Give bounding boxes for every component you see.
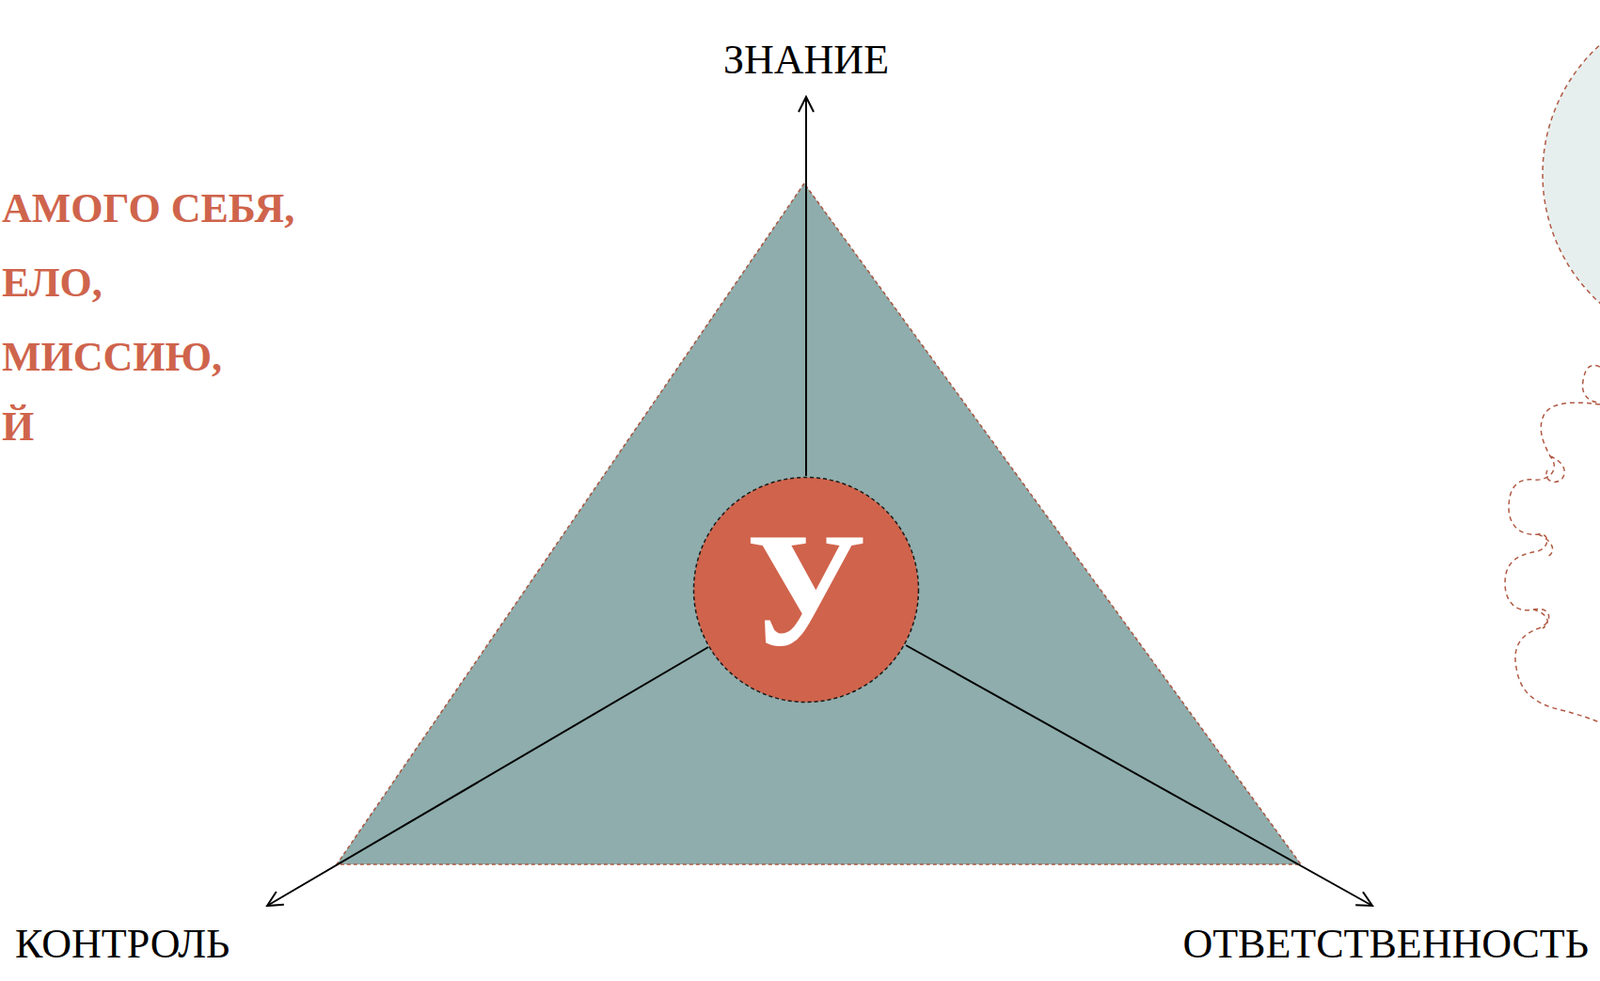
triangle-shape (336, 183, 1301, 865)
axis-label: ЗНАНИЕ (723, 35, 889, 86)
slide-text: АМОГО СЕБЯ, (1, 184, 295, 235)
slide-text: ЕЛО, (1, 258, 103, 309)
deco-circle (1542, 0, 1600, 349)
axis-arrow (905, 645, 1373, 906)
slide-text: Й (1, 402, 34, 453)
axis-arrow (805, 96, 808, 476)
axis-arrow (267, 647, 709, 906)
circle-shape (694, 477, 919, 703)
slide-text: МИССИЮ, (1, 332, 222, 383)
axis-label: ОТВЕТСТВЕННОСТЬ (1182, 919, 1589, 970)
axis-label: КОНТРОЛЬ (15, 919, 230, 970)
center-circle: У (692, 475, 920, 704)
center-letter: У (745, 507, 867, 672)
fist-illustration (1504, 364, 1600, 723)
